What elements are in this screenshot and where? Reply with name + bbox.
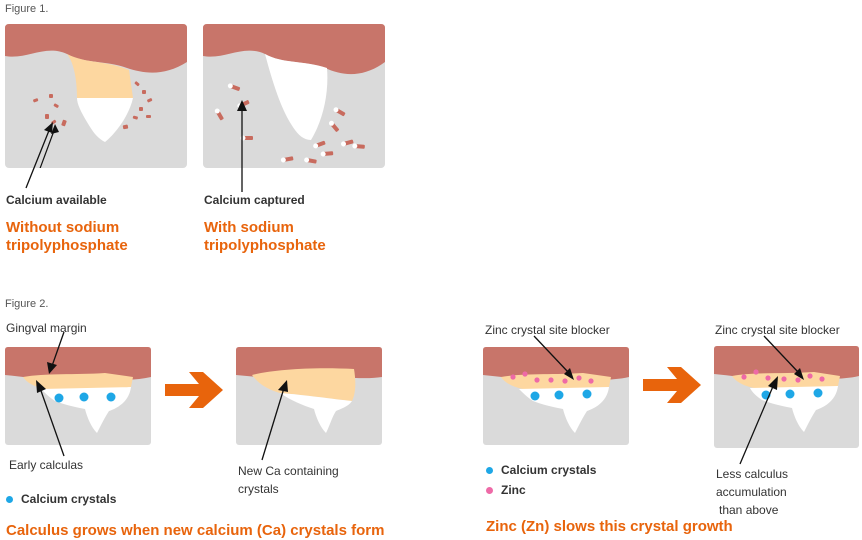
calculus-grown <box>252 368 356 401</box>
legend-calcium-fig3: Calcium crystals <box>486 463 596 477</box>
captured-calcium-pairs <box>214 83 365 164</box>
zinc-blocker-arrow-1 <box>533 335 574 380</box>
calcium-crystal-dots <box>530 389 592 401</box>
figure1-label: Figure 1. <box>5 3 49 15</box>
gum-tissue <box>5 347 151 380</box>
calcium-specks <box>33 81 153 130</box>
figure3-panel-zinc-less <box>714 346 859 448</box>
tooth-root <box>77 98 133 142</box>
zinc-dots <box>741 369 825 383</box>
figure2-panel-early <box>5 347 151 445</box>
without-stpp-title: Without sodium tripolyphosphate <box>6 219 128 254</box>
with-stpp-title: With sodium tripolyphosphate <box>204 219 326 254</box>
less-calculus-label: Less calculus accumulation than above <box>716 467 789 517</box>
calcium-available-caption: Calcium available <box>6 193 107 207</box>
new-ca-label: New Ca containing crystals <box>238 464 339 496</box>
tooth <box>519 387 609 433</box>
gum-tissue <box>714 346 859 379</box>
early-calculus-label: Early calculas <box>9 458 84 472</box>
legend-calcium-fig2: Calcium crystals <box>6 492 116 506</box>
calcium-captured-arrow <box>237 100 247 192</box>
tooth-clean <box>265 54 328 140</box>
zinc-dots <box>510 371 594 384</box>
calcium-crystal-dots <box>54 392 116 403</box>
zinc-blocker-label-1: Zinc crystal site blocker <box>485 323 610 337</box>
calculus-deposit <box>501 373 611 390</box>
legend-zinc: Zinc <box>486 483 526 497</box>
figure2-panel-grown <box>236 347 382 445</box>
less-calculus-arrow <box>739 376 778 465</box>
calcium-crystal-dots <box>761 388 823 400</box>
zinc-dot-icon <box>486 486 493 494</box>
calcium-dot-icon <box>6 495 13 503</box>
zinc-blocker-label-2: Zinc crystal site blocker <box>715 323 840 337</box>
pointer-line <box>39 127 56 168</box>
zinc-blocker-arrow-2 <box>763 335 804 380</box>
figure2-label: Figure 2. <box>5 298 49 310</box>
calcium-available-arrow <box>25 122 53 189</box>
calcium-dot-icon <box>486 466 493 474</box>
figure3-panel-zinc-early <box>483 347 629 445</box>
zinc-slows-title: Zinc (Zn) slows this crystal growth <box>486 518 733 535</box>
gum-tissue <box>483 347 629 380</box>
gingival-margin-arrow <box>47 331 65 374</box>
calculus-grows-title: Calculus grows when new calcium (Ca) cry… <box>6 522 385 539</box>
figure1-panel-with <box>203 24 385 168</box>
pointer-arrowhead <box>51 124 59 134</box>
gingival-margin-label: Gingval margin <box>6 321 87 335</box>
tooth <box>750 386 838 432</box>
tooth <box>280 393 352 433</box>
gum-tissue <box>5 24 187 73</box>
new-ca-arrow <box>261 380 288 461</box>
calcium-captured-caption: Calcium captured <box>204 193 305 207</box>
calculus-deposit <box>67 54 133 98</box>
gum-tissue <box>203 24 385 75</box>
early-calculus-arrow <box>36 380 65 457</box>
progression-arrow <box>165 372 223 408</box>
zinc-progression-arrow <box>643 367 701 403</box>
calculus-deposit <box>23 373 133 390</box>
